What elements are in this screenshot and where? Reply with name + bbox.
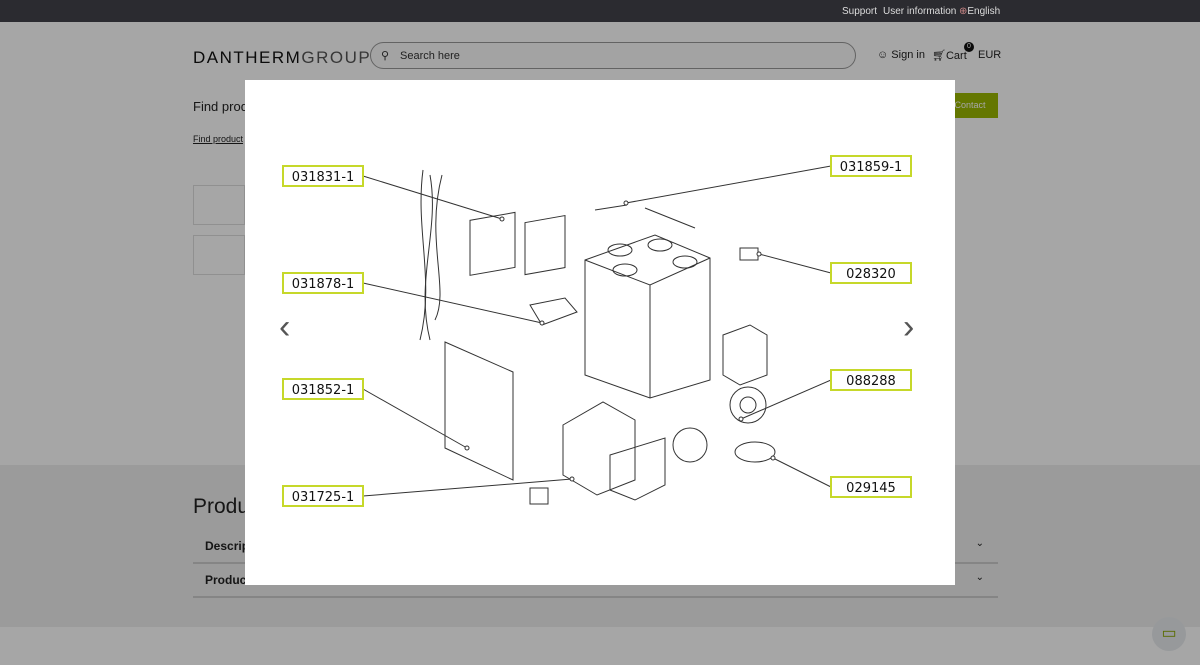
part-label[interactable]: 031859-1 (840, 160, 903, 175)
support-link[interactable]: Support (842, 6, 878, 17)
accordion-product[interactable]: Produc⌄ (193, 564, 998, 598)
part-label[interactable]: 088288 (846, 374, 896, 389)
part-label[interactable]: 031878-1 (292, 277, 355, 292)
header: DANTHERMGROUP ⚲Search here ☺ Sign in 🛒︎C… (193, 42, 1002, 70)
page-title: Find prod (193, 99, 248, 114)
exploded-parts-diagram: 031831-1 031878-1 031852-1 031725-1 0318… (282, 155, 912, 507)
cart-icon: 🛒︎ (932, 50, 946, 62)
next-image-button[interactable]: › (903, 308, 915, 346)
logo[interactable]: DANTHERMGROUP (193, 48, 372, 67)
flag-icon: ⊕ (959, 6, 968, 17)
image-lightbox: ‹ › 031831-1 031878-1 031852-1 0 (245, 80, 955, 585)
thumbnail-2[interactable] (193, 235, 245, 275)
part-label[interactable]: 031831-1 (292, 170, 355, 185)
currency-selector[interactable]: EUR (978, 49, 1002, 61)
part-label[interactable]: 028320 (846, 267, 896, 282)
part-label[interactable]: 029145 (846, 481, 896, 496)
sign-in-link[interactable]: ☺ Sign in (877, 49, 925, 61)
chat-button[interactable]: ▭ (1152, 617, 1186, 651)
thumbnail-1[interactable] (193, 185, 245, 225)
part-label[interactable]: 031725-1 (292, 490, 355, 505)
user-information-link[interactable]: User information (883, 6, 957, 17)
top-bar: Support User information ⊕English (0, 0, 1200, 22)
chevron-down-icon: ⌄ (975, 538, 984, 549)
products-heading: Produ (193, 495, 250, 518)
chat-icon: ▭ (1161, 625, 1177, 642)
language-selector[interactable]: ⊕English (959, 6, 1001, 17)
search-input[interactable]: ⚲Search here (370, 42, 856, 69)
user-icon: ☺ (877, 49, 889, 61)
part-label[interactable]: 031852-1 (292, 383, 355, 398)
chevron-down-icon: ⌄ (975, 572, 984, 583)
cart-count-badge: 0 (964, 42, 974, 52)
search-icon: ⚲ (381, 50, 390, 62)
breadcrumb-link[interactable]: Find product (193, 134, 244, 144)
previous-image-button[interactable]: ‹ (279, 308, 291, 346)
cart-link[interactable]: 🛒︎Cart (932, 50, 967, 62)
